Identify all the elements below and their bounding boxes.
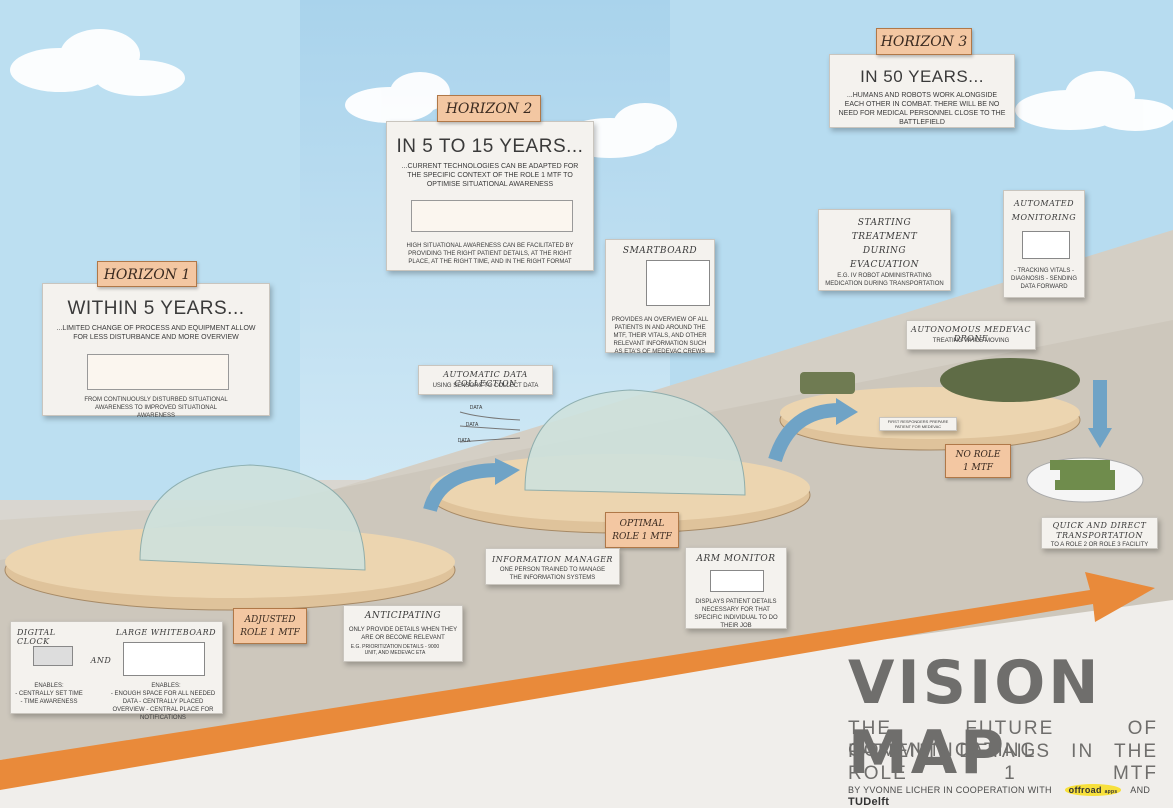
arm-monitor-callout: ARM MONITOR DISPLAYS PATIENT DETAILS NEC… xyxy=(685,547,787,629)
auto-data-text: USING SENSORS TO COLLECT DATA xyxy=(432,383,539,389)
and-word: AND xyxy=(90,656,112,665)
digital-clock-enables: ENABLES: xyxy=(34,683,64,689)
horizon3-box: IN 50 YEARS... ...HUMANS AND ROBOTS WORK… xyxy=(829,54,1015,128)
arm-monitor-icon xyxy=(710,570,764,592)
smartboard-callout: SMARTBOARD PROVIDES AN OVERVIEW OF ALL P… xyxy=(605,239,715,355)
stage-adjusted: ADJUSTED ROLE 1 MTF xyxy=(233,608,307,644)
info-manager-callout: INFORMATION MANAGER ONE PERSON TRAINED T… xyxy=(485,548,620,585)
digital-clock-items: - CENTRALLY SET TIME - TIME AWARENESS xyxy=(15,691,83,705)
horizon2-caption: HIGH SITUATIONAL AWARENESS CAN BE FACILI… xyxy=(406,243,574,265)
anticipating-text: ONLY PROVIDE DETAILS WHEN THEY ARE OR BE… xyxy=(348,627,458,641)
drone-text: TREATING WHILE MOVING xyxy=(932,338,1010,344)
horizon3-tag: HORIZON 3 xyxy=(876,28,972,55)
automated-monitoring-callout: AUTOMATED MONITORING - TRACKING VITALS -… xyxy=(1003,190,1085,298)
horizon2-tag: HORIZON 2 xyxy=(437,95,541,122)
whiteboard-enables: ENABLES: xyxy=(151,683,181,689)
horizon2-illustration xyxy=(411,200,573,232)
vision-map-title: VISION MAP xyxy=(848,648,1102,788)
anticipating-title: ANTICIPATING xyxy=(364,611,442,621)
arm-monitor-text: DISPLAYS PATIENT DETAILS NECESSARY FOR T… xyxy=(694,599,778,629)
progress-arrow xyxy=(0,572,1155,790)
stage-none: NO ROLE 1 MTF xyxy=(945,444,1011,478)
offroad-logo-text: offroad xyxy=(1068,785,1102,795)
whiteboard-title: LARGE WHITEBOARD xyxy=(115,628,217,637)
credit-and: AND xyxy=(1130,785,1151,795)
credit-line: BY YVONNE LICHER IN COOPERATION WITH off… xyxy=(848,784,1173,808)
horizon1-box: WITHIN 5 YEARS... ...LIMITED CHANGE OF P… xyxy=(42,283,270,419)
automated-monitoring-text: - TRACKING VITALS - DIAGNOSIS - SENDING … xyxy=(1010,268,1077,290)
first-responders-text: FIRST RESPONDERS PREPARE PATIENT FOR MED… xyxy=(887,419,949,429)
starting-treatment-callout: STARTING TREATMENT DURING EVACUATION E.G… xyxy=(818,209,951,291)
credit-text: BY YVONNE LICHER IN COOPERATION WITH xyxy=(848,785,1052,795)
data-label-3: DATA xyxy=(457,438,471,444)
smartboard-title: SMARTBOARD xyxy=(622,246,698,256)
auto-data-title: AUTOMATIC DATA COLLECTION xyxy=(443,370,528,388)
vision-map-subtitle-1: THE FUTURE OF COMMUNICATING xyxy=(848,718,1158,761)
automated-monitoring-title: AUTOMATED MONITORING xyxy=(1011,199,1077,222)
horizon3-title: IN 50 YEARS... xyxy=(860,67,984,86)
first-responders-label: FIRST RESPONDERS PREPARE PATIENT FOR MED… xyxy=(879,417,957,431)
auto-data-callout: AUTOMATIC DATA COLLECTION USING SENSORS … xyxy=(418,365,553,395)
anticipating-example: E.G. PRIORITIZATION DETAILS - 9000 UNIT,… xyxy=(350,644,440,656)
info-manager-title: INFORMATION MANAGER xyxy=(492,555,613,564)
offroad-logo-sub: apps xyxy=(1104,789,1118,795)
horizon3-description: ...HUMANS AND ROBOTS WORK ALONGSIDE EACH… xyxy=(838,92,1006,126)
horizon2-description: ...CURRENT TECHNOLOGIES CAN BE ADAPTED F… xyxy=(401,163,579,188)
info-manager-text: ONE PERSON TRAINED TO MANAGE THE INFORMA… xyxy=(499,567,606,581)
horizon1-caption: FROM CONTINUOUSLY DISTURBED SITUATIONAL … xyxy=(84,397,228,419)
anticipating-callout: ANTICIPATING ONLY PROVIDE DETAILS WHEN T… xyxy=(343,605,463,662)
whiteboard-items: - ENOUGH SPACE FOR ALL NEEDED DATA - CEN… xyxy=(110,691,216,721)
horizon1-title: WITHIN 5 YEARS... xyxy=(67,298,245,319)
whiteboard-icon xyxy=(123,642,205,676)
stage-optimal: OPTIMAL ROLE 1 MTF xyxy=(605,512,679,548)
digital-clock-title: DIGITAL CLOCK xyxy=(17,628,56,646)
quick-transport-callout: QUICK AND DIRECT TRANSPORTATION TO A ROL… xyxy=(1041,517,1158,549)
horizon1-tag: HORIZON 1 xyxy=(97,261,197,287)
horizon1-illustration xyxy=(87,354,229,390)
tudelft-logo: TUDelft xyxy=(848,796,890,808)
smartboard-text: PROVIDES AN OVERVIEW OF ALL PATIENTS IN … xyxy=(611,317,709,355)
data-label-2: DATA xyxy=(465,422,479,428)
digital-clock-icon xyxy=(33,646,73,666)
starting-treatment-title: STARTING TREATMENT DURING EVACUATION xyxy=(850,218,919,270)
data-label-1: DATA xyxy=(469,405,483,411)
vision-map-subtitle-2: PATIENT DETAILS IN THE ROLE 1 MTF xyxy=(848,741,1158,784)
smartboard-icon xyxy=(646,260,710,306)
horizon2-title: IN 5 TO 15 YEARS... xyxy=(396,136,584,157)
horizon1-description: ...LIMITED CHANGE OF PROCESS AND EQUIPME… xyxy=(56,325,256,341)
offroad-logo: offroad apps xyxy=(1064,784,1122,796)
drone-title: AUTONOMOUS MEDEVAC DRONE xyxy=(911,325,1031,343)
horizon2-box: IN 5 TO 15 YEARS... ...CURRENT TECHNOLOG… xyxy=(386,121,594,271)
arm-monitor-title: ARM MONITOR xyxy=(696,554,776,564)
clock-whiteboard-callout: DIGITAL CLOCK LARGE WHITEBOARD AND ENABL… xyxy=(10,621,223,721)
quick-transport-text: TO A ROLE 2 OR ROLE 3 FACILITY xyxy=(1050,542,1149,548)
drone-callout: AUTONOMOUS MEDEVAC DRONE TREATING WHILE … xyxy=(906,320,1036,350)
monitor-icon xyxy=(1022,231,1070,259)
quick-transport-title: QUICK AND DIRECT TRANSPORTATION xyxy=(1052,521,1147,540)
starting-treatment-text: E.G. IV ROBOT ADMINISTRATING MEDICATION … xyxy=(825,273,944,287)
